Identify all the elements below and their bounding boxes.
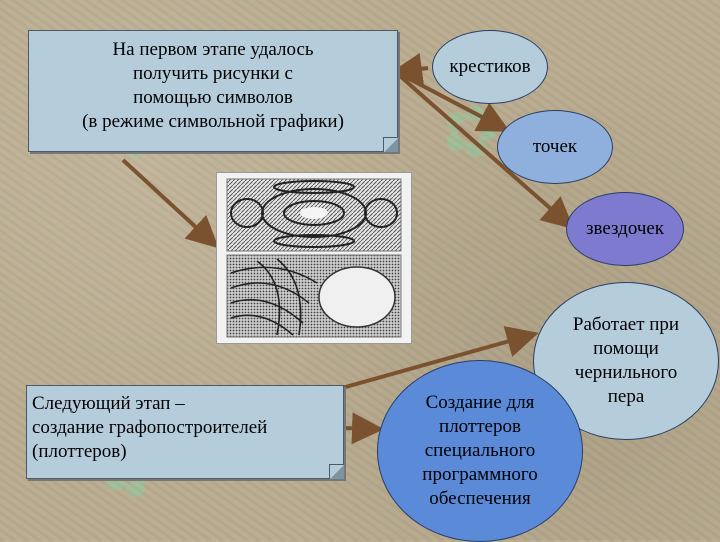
ellipse-line: обеспечения: [429, 488, 531, 509]
ellipse-krestikov: крестиков: [432, 30, 548, 104]
ellipse-line: плоттеров: [439, 416, 521, 437]
next-stage-note: Следующий этап – создание графопостроите…: [26, 385, 344, 479]
arrow-to-tochek: [399, 72, 511, 132]
ellipse-label: точек: [532, 136, 578, 157]
folded-corner: [383, 137, 398, 152]
next-stage-line: (плоттеров): [32, 441, 127, 462]
ellipse-label: крестиков: [449, 56, 531, 77]
ellipse-line: Создание для: [425, 392, 535, 413]
ellipse-line: пера: [607, 386, 645, 407]
arrow-to-zvezdochek: [398, 74, 575, 230]
ellipse-line: программного: [422, 464, 538, 485]
first-stage-note: На первом этапе удалось получить рисунки…: [28, 30, 398, 152]
ellipse-line: Работает при: [572, 314, 680, 335]
ellipse-tochek: точек: [497, 110, 613, 184]
ellipse-plotter-software: Создание для плоттеров специального прог…: [377, 360, 583, 542]
character-graphics-image: [216, 172, 412, 344]
next-stage-line: создание графопостроителей: [32, 417, 268, 438]
arrow-to-krestikov: [390, 52, 429, 85]
ellipse-line: чернильного: [574, 362, 678, 383]
ellipse-line: специального: [424, 440, 536, 461]
ellipse-label: звездочек: [585, 218, 665, 239]
first-stage-line: получить рисунки с: [133, 63, 293, 84]
next-stage-line: Следующий этап –: [32, 393, 185, 414]
folded-corner: [329, 464, 344, 479]
first-stage-line: (в режиме символьной графики): [82, 111, 344, 132]
arrow-to-software: [341, 412, 384, 445]
ellipse-line: помощи: [593, 338, 659, 359]
ellipse-zvezdochek: звездочек: [566, 192, 684, 266]
arrow-to-image: [121, 158, 219, 249]
first-stage-line: На первом этапе удалось: [112, 39, 314, 60]
first-stage-line: помощью символов: [133, 87, 293, 108]
character-graphics-picture: [226, 178, 402, 338]
arrow-to-pero: [341, 326, 539, 390]
